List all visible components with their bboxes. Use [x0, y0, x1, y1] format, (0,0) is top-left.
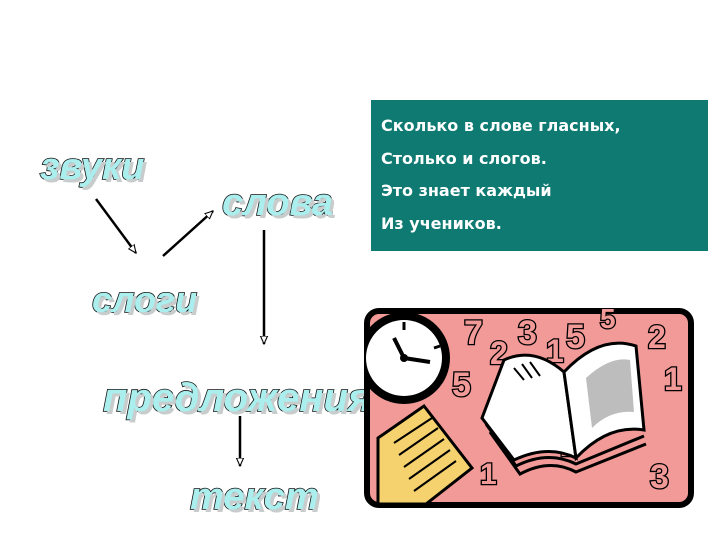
clipart-number: 5	[566, 318, 585, 356]
word-predlozheniya: предложения	[102, 376, 372, 420]
open-book-icon	[480, 341, 647, 476]
word-slogi: слоги	[91, 279, 198, 320]
word-zvuki: звуки	[39, 146, 145, 188]
clipart-number: 1	[664, 361, 682, 397]
poem-line: Из учеников.	[381, 213, 502, 233]
clipart-number: 5	[600, 308, 616, 334]
clipart-number: 3	[518, 314, 537, 352]
notepad-icon	[376, 403, 475, 506]
clipart-number: 2	[648, 319, 666, 355]
clock-numbers-book-icon: 7 3 1 5 5 2 2 1 5 1 1 3	[364, 308, 694, 508]
word-tekst: текст	[189, 476, 319, 518]
clipart-number: 5	[452, 366, 471, 404]
poem-box: Сколько в слове гласных, Столько и слого…	[371, 100, 708, 251]
clock-icon	[364, 312, 450, 404]
arrow-zvuki-to-slogi	[94, 198, 138, 253]
poem-line: Столько и слогов.	[381, 148, 547, 168]
clipart-number: 7	[464, 314, 483, 352]
clipart-number: 1	[480, 458, 497, 491]
arrow-slogi-to-slova	[162, 210, 213, 257]
poem-line: Это знает каждый	[381, 181, 552, 200]
word-slova: слова	[221, 182, 334, 224]
poem-line: Сколько в слове гласных,	[381, 116, 621, 135]
clipart-number: 3	[650, 458, 669, 496]
